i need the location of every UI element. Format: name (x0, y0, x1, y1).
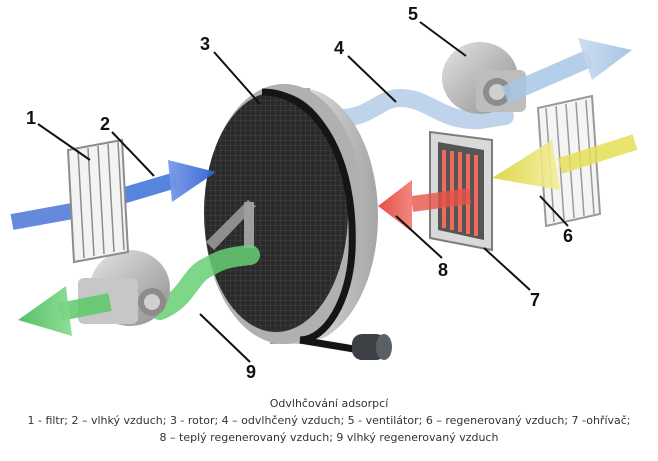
regen-air-arrow (557, 134, 638, 174)
wet-regen-arrowhead (18, 286, 72, 336)
warm-air-arrow (410, 188, 472, 212)
rotor-partition (206, 200, 256, 250)
caption-title: Odvlhčování adsorpcí (269, 397, 389, 410)
dry-air-duct (331, 88, 514, 130)
label-7: 7 (530, 290, 540, 310)
label-8: 8 (438, 260, 448, 280)
label-1: 1 (26, 108, 36, 128)
rotor-shaft (244, 202, 254, 248)
label-3: 3 (200, 34, 210, 54)
wet-air-flow (119, 172, 179, 204)
label-5: 5 (408, 4, 418, 24)
rotor-3 (204, 84, 392, 360)
dry-air-outlet-arrow (501, 49, 594, 104)
wet-air-arrowhead (168, 160, 216, 202)
warm-air-arrowhead (378, 180, 412, 232)
label-4: 4 (334, 38, 344, 58)
dry-air-arrowhead (578, 38, 632, 80)
caption-legend-line-1: 1 - filtr; 2 – vlhký vzduch; 3 - rotor; … (27, 414, 631, 427)
wet-regen-duct (150, 245, 260, 320)
label-2: 2 (100, 114, 110, 134)
caption-legend-line-2: 8 – teplý regenerovaný vzduch; 9 vlhký r… (159, 431, 499, 444)
label-9: 9 (246, 362, 256, 382)
label-6: 6 (563, 226, 573, 246)
regen-air-arrowhead (492, 140, 560, 190)
filter-1 (66, 138, 130, 264)
fan-unit-5 (442, 42, 526, 114)
leader-lines (37, 21, 569, 363)
